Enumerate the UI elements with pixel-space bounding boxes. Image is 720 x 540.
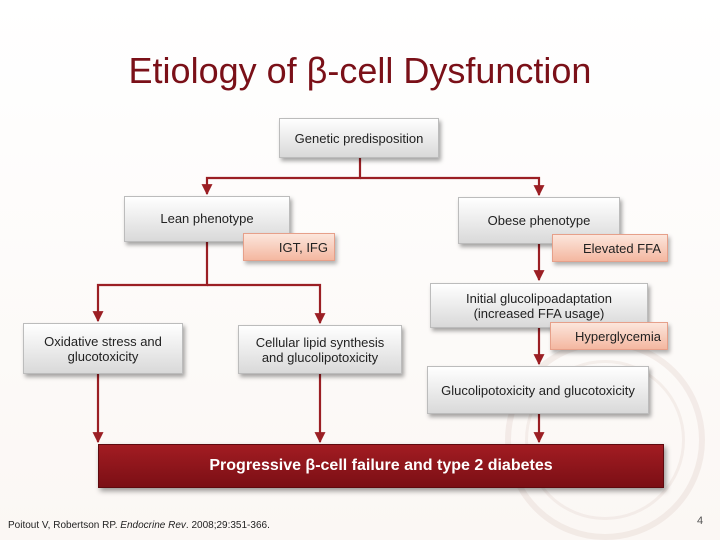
connector-lean-cellular: [207, 283, 326, 325]
igt-ifg-box: IGT, IFG: [243, 233, 335, 261]
initial-glucolipoadaptation-box: Initial glucolipoadaptation (increased F…: [430, 283, 648, 328]
obese-phenotype-label: Obese phenotype: [487, 213, 591, 228]
hyperglycemia-label: Hyperglycemia: [575, 328, 661, 344]
cellular-lipid-synthesis-line2: and glucolipotoxicity: [261, 349, 379, 365]
glucolipotoxicity-box: Glucolipotoxicity and glucotoxicity: [427, 366, 649, 414]
initial-glucolipoadaptation-line1: Initial glucolipoadaptation: [466, 290, 612, 306]
igt-ifg-label: IGT, IFG: [278, 239, 328, 255]
genetic-predisposition-box: Genetic predisposition: [279, 118, 439, 158]
citation: Poitout V, Robertson RP. Endocrine Rev. …: [8, 520, 270, 531]
elevated-ffa-box: Elevated FFA: [552, 234, 668, 262]
cellular-lipid-synthesis-box: Cellular lipid synthesis and glucolipoto…: [238, 325, 402, 374]
progressive-failure-label: Progressive β-cell failure and type 2 di…: [209, 457, 553, 474]
genetic-predisposition-label: Genetic predisposition: [294, 130, 424, 146]
hyperglycemia-box: Hyperglycemia: [550, 322, 668, 350]
connector-genetic-split: [201, 158, 362, 196]
oxidative-stress-box: Oxidative stress and glucotoxicity: [23, 323, 183, 374]
citation-authors: Poitout V, Robertson RP.: [8, 520, 121, 531]
initial-glucolipoadaptation-line2: (increased FFA usage): [473, 305, 605, 321]
page-number: 4: [697, 515, 704, 527]
citation-rest: . 2008;29:351-366.: [185, 520, 270, 531]
oxidative-stress-line1: Oxidative stress and: [44, 333, 162, 349]
connector-lean-split: [92, 242, 209, 323]
citation-journal: Endocrine Rev: [120, 520, 186, 531]
progressive-failure-banner: Progressive β-cell failure and type 2 di…: [98, 444, 664, 488]
slide-title: Etiology of β-cell Dysfunction: [128, 50, 592, 91]
lean-phenotype-label: Lean phenotype: [160, 211, 254, 226]
connector-genetic-obese: [360, 176, 545, 197]
elevated-ffa-label: Elevated FFA: [582, 240, 661, 256]
glucolipotoxicity-label: Glucolipotoxicity and glucotoxicity: [441, 382, 635, 398]
cellular-lipid-synthesis-line1: Cellular lipid synthesis: [255, 334, 385, 350]
oxidative-stress-line2: glucotoxicity: [67, 348, 139, 364]
watermark-seal-inner: [525, 360, 685, 520]
